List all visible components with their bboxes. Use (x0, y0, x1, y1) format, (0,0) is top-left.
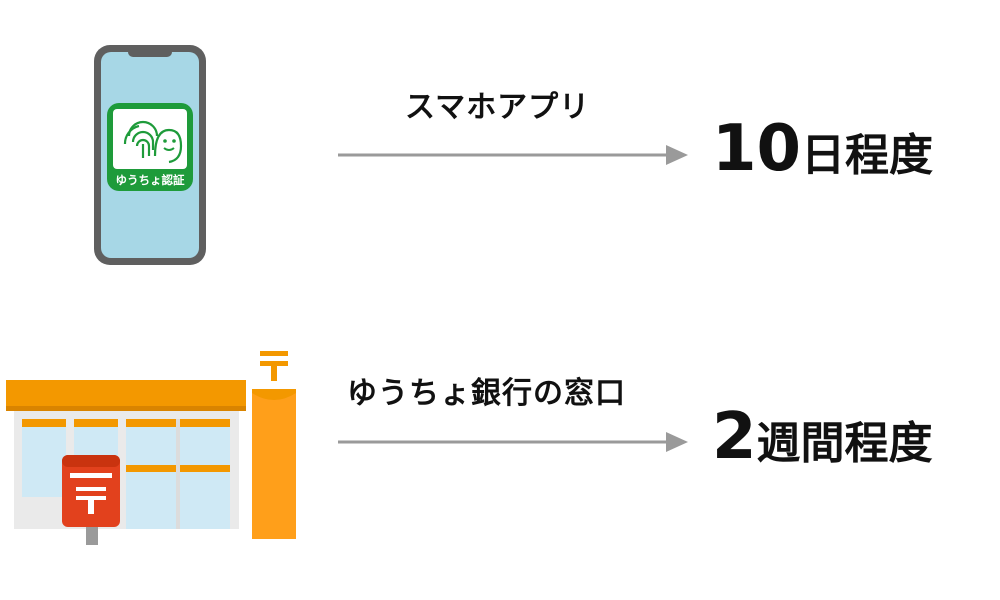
smartphone-icon: ゆうちょ認証 (94, 45, 206, 265)
duration-unit-app: 日程度 (801, 130, 934, 181)
method-label-app: スマホアプリ (405, 90, 591, 125)
duration-number-counter: 2 (712, 400, 757, 474)
app-icon: ゆうちょ認証 (107, 103, 193, 191)
post-office-icon (6, 343, 296, 545)
app-icon-label: ゆうちょ認証 (116, 173, 185, 187)
duration-number-app: 10 (712, 112, 802, 186)
duration-counter: 2週間程度 (712, 400, 933, 474)
arrow-counter (338, 432, 688, 452)
method-label-counter: ゆうちょ銀行の窓口 (347, 376, 626, 411)
mailbox-icon (62, 455, 120, 545)
arrow-app (338, 145, 688, 165)
duration-app: 10日程度 (712, 112, 933, 186)
duration-unit-counter: 週間程度 (756, 418, 933, 469)
